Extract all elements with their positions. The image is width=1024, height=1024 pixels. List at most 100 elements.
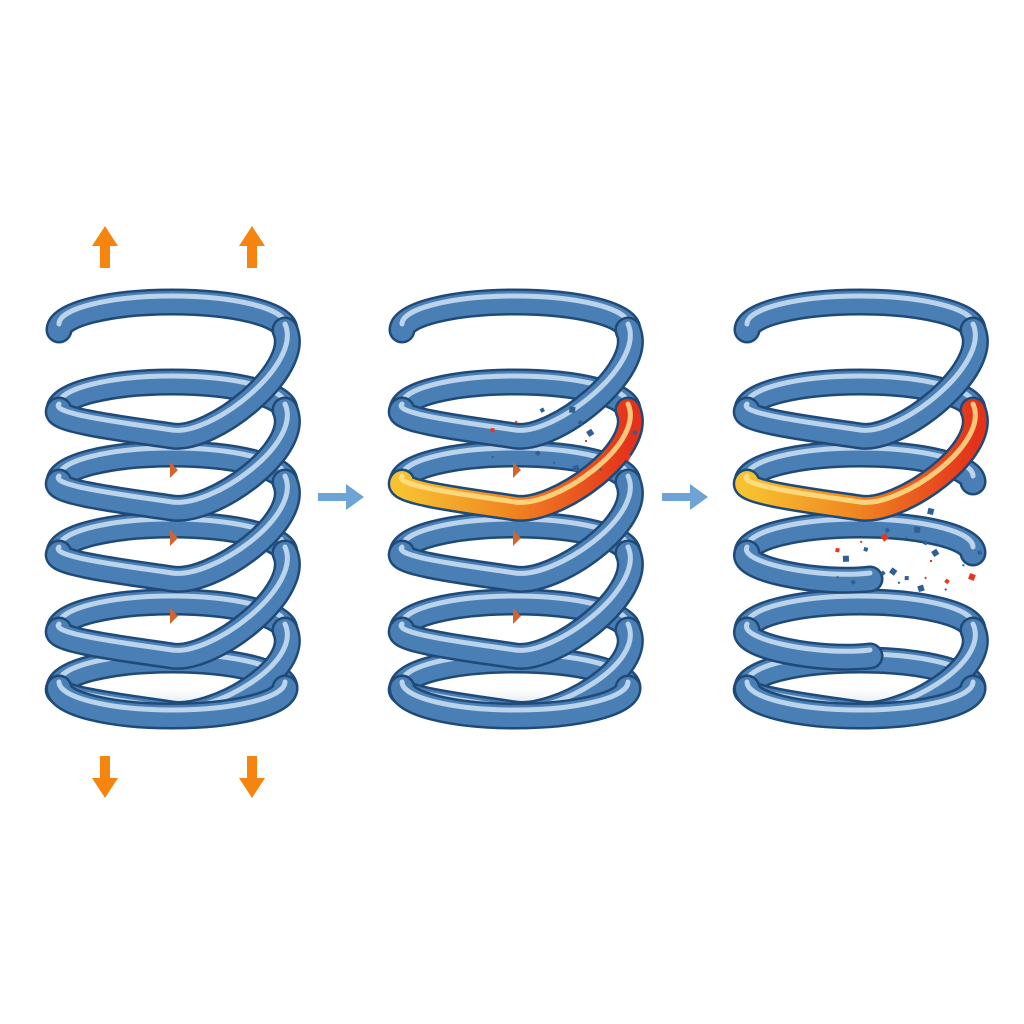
coil-front-broken-4 xyxy=(733,616,884,671)
coil-back-5-body xyxy=(736,591,984,641)
spring-stage-2 xyxy=(380,288,650,730)
debris-fragment xyxy=(552,461,556,464)
debris-fragment xyxy=(922,540,928,546)
coil-front-base xyxy=(733,674,987,730)
transition-arrow-1 xyxy=(318,484,364,510)
debris-fragment xyxy=(539,407,545,413)
spring-stage-1 xyxy=(37,288,307,730)
debris-fragment xyxy=(962,527,966,531)
spring-stage-3 xyxy=(725,288,995,730)
coil-front-broken-3 xyxy=(733,539,884,594)
coil-front-1-highlight xyxy=(398,321,633,433)
load-arrow-down-right xyxy=(239,756,265,798)
coil-back-1 xyxy=(733,288,987,344)
debris-fragment xyxy=(859,540,863,544)
debris-fragment xyxy=(585,440,587,442)
debris-fragment xyxy=(924,576,927,580)
coil-front-base-highlight xyxy=(399,679,631,713)
coil-front-broken-4-highlight xyxy=(744,621,873,654)
coil-front-2-body xyxy=(47,399,299,520)
debris-fragment xyxy=(577,420,583,426)
coil-back-4 xyxy=(733,511,987,567)
coil-back-1-body xyxy=(736,291,984,341)
debris-fragment xyxy=(917,584,925,593)
coil-front-2 xyxy=(732,396,989,522)
debris-fragment xyxy=(880,570,886,577)
coil-front-2-body xyxy=(390,399,642,520)
coil-front-1-body xyxy=(735,319,987,448)
debris-fragment xyxy=(904,576,909,581)
coil-front-4-highlight xyxy=(398,544,633,653)
debris-fragment xyxy=(850,579,856,586)
coil-back-1 xyxy=(45,288,299,344)
transition-arrow-2 xyxy=(662,484,708,510)
coil-front-1-highlight xyxy=(55,321,290,433)
coil-front-broken-4-body xyxy=(735,619,881,669)
coil-front-3-body xyxy=(47,471,299,591)
debris-fragment xyxy=(586,428,595,438)
debris-fragment xyxy=(968,573,976,581)
load-arrow-up-right xyxy=(239,226,265,268)
coil-front-2 xyxy=(387,396,644,522)
coil-back-1-highlight xyxy=(56,293,288,327)
debris-fragment xyxy=(491,455,494,459)
coil-front-base xyxy=(388,674,642,730)
debris-fragment xyxy=(535,450,541,457)
coil-front-base-body xyxy=(48,677,296,727)
coil-front-base-highlight xyxy=(56,679,288,713)
debris-fragment xyxy=(514,420,518,424)
crack-mark-3 xyxy=(513,608,521,624)
debris-fragment xyxy=(944,578,950,585)
debris-fragment xyxy=(490,427,495,433)
coil-front-1 xyxy=(732,316,989,450)
debris-fragment xyxy=(884,527,890,533)
coil-front-4-body xyxy=(390,542,642,668)
debris-fragment xyxy=(930,560,932,562)
coil-front-3-body xyxy=(390,471,642,591)
coil-front-4 xyxy=(387,539,644,670)
debris-fragment xyxy=(863,546,869,552)
debris-fragment xyxy=(889,567,898,576)
coil-back-4-body xyxy=(736,514,984,564)
debris-fragment xyxy=(623,453,631,461)
debris-fragment xyxy=(931,548,940,558)
coil-front-base-body xyxy=(736,677,984,727)
crack-mark-1 xyxy=(513,462,521,478)
coil-back-5-highlight xyxy=(744,593,976,627)
coil-front-1-body xyxy=(47,319,299,448)
coil-front-4-highlight xyxy=(55,544,290,653)
coil-back-1-body xyxy=(48,291,296,341)
coil-front-2-highlight xyxy=(55,401,290,505)
crack-mark-2 xyxy=(170,530,178,546)
debris-fragment xyxy=(914,526,921,534)
coil-front-3 xyxy=(387,468,644,593)
coil-back-1 xyxy=(388,288,642,344)
debris-fragment xyxy=(835,547,840,553)
coil-front-1-body xyxy=(390,319,642,448)
debris-fragment xyxy=(842,555,850,562)
coil-front-4 xyxy=(44,539,301,670)
coil-front-1 xyxy=(44,316,301,450)
coil-front-1-highlight xyxy=(743,321,978,433)
coil-front-broken-3-body xyxy=(735,542,881,592)
coil-front-base-highlight xyxy=(744,679,976,713)
debris-fragment xyxy=(632,430,638,435)
debris-fragment xyxy=(572,464,580,473)
coil-front-3-highlight xyxy=(55,473,290,576)
coil-front-base xyxy=(45,674,299,730)
debris-fragment xyxy=(897,581,901,584)
load-arrow-down-left xyxy=(92,756,118,798)
coil-back-1-body xyxy=(391,291,639,341)
coil-front-3-highlight xyxy=(398,473,633,576)
coil-back-5 xyxy=(733,588,987,644)
coil-front-4-body xyxy=(47,542,299,668)
debris-fragment xyxy=(836,575,839,579)
crack-mark-3 xyxy=(170,608,178,624)
crack-mark-2 xyxy=(513,530,521,546)
coil-front-3 xyxy=(44,468,301,593)
debris-fragment xyxy=(905,536,908,540)
coil-front-broken-3-highlight xyxy=(744,544,873,577)
debris-fragment xyxy=(927,507,935,516)
coil-front-base-body xyxy=(391,677,639,727)
